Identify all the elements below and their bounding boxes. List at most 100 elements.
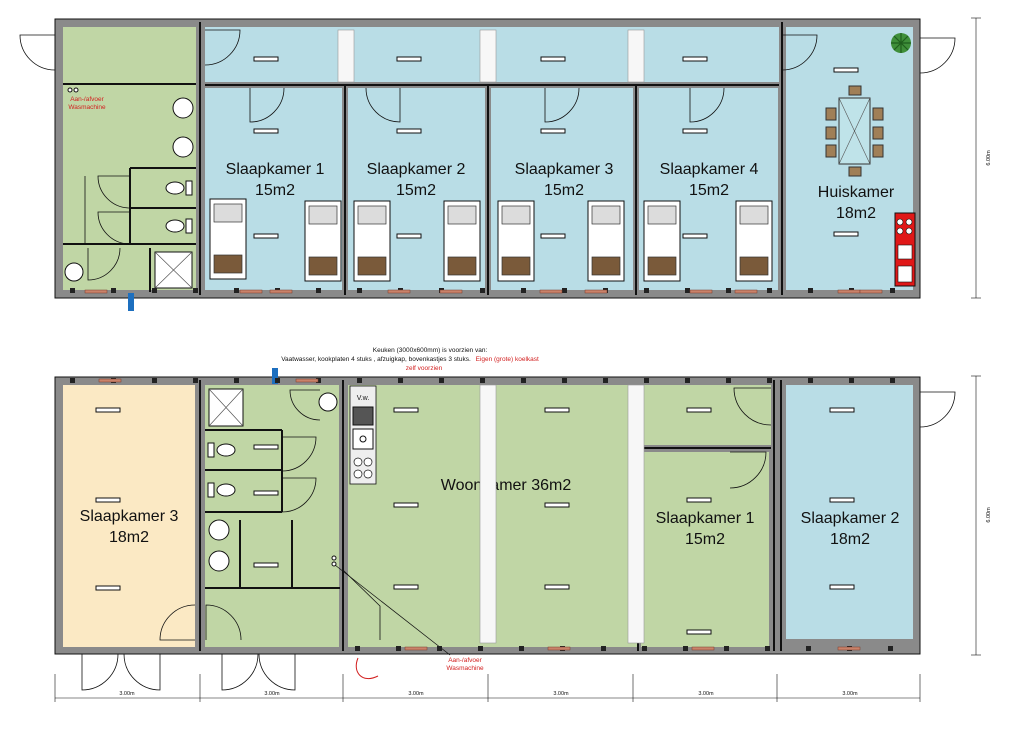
facade-tick-icon xyxy=(562,288,567,293)
facade-tick-icon xyxy=(767,378,772,383)
hob-icon xyxy=(905,227,913,235)
facade-tick-icon xyxy=(357,378,362,383)
water-heater-label: V.w. xyxy=(357,395,370,402)
toilet-icon xyxy=(216,483,236,497)
ceiling-lamp-icon xyxy=(396,56,422,62)
top-sanitary-door xyxy=(97,175,131,209)
top-sanitary-door xyxy=(87,247,121,281)
ceiling-lamp-icon xyxy=(833,231,859,237)
ceiling-lamp-icon xyxy=(544,584,570,590)
bottom-room-door xyxy=(289,389,321,421)
top-room-name: Huiskamer xyxy=(818,184,895,201)
top-room-area: 15m2 xyxy=(255,182,295,199)
facade-tick-icon xyxy=(396,646,401,651)
ceiling-lamp-icon xyxy=(829,407,855,413)
top-room-area: 15m2 xyxy=(689,182,729,199)
top-room-door xyxy=(365,87,401,123)
bottom-room-door xyxy=(342,569,381,640)
top-washer-note: Wasmachine xyxy=(68,104,106,111)
facade-tick-icon xyxy=(111,288,116,293)
ceiling-lamp-icon xyxy=(682,56,708,62)
hob-icon xyxy=(353,457,363,467)
facade-tick-icon xyxy=(724,646,729,651)
facade-tick-icon xyxy=(478,646,483,651)
ceiling-lamp-icon xyxy=(253,233,279,239)
facade-tick-icon xyxy=(642,646,647,651)
facade-tick-icon xyxy=(890,288,895,293)
ceiling-lamp-icon xyxy=(396,233,422,239)
facade-tick-icon xyxy=(437,646,442,651)
top-sanitary-door xyxy=(97,211,131,245)
ceiling-lamp-icon xyxy=(253,444,279,450)
facade-tick-icon xyxy=(275,378,280,383)
bottom-chain-dimension: 3.00m xyxy=(119,691,135,697)
chair-icon xyxy=(848,166,862,177)
pillow-icon xyxy=(647,205,677,225)
top-room-name: Slaapkamer 4 xyxy=(660,161,759,178)
ceiling-lamp-icon xyxy=(686,629,712,635)
facade-tick-icon xyxy=(890,378,895,383)
bottom-washer-note: Wasmachine xyxy=(446,665,484,672)
ceiling-lamp-icon xyxy=(253,56,279,62)
ceiling-lamp-icon xyxy=(833,67,859,73)
facade-tick-icon xyxy=(521,288,526,293)
ceiling-lamp-icon xyxy=(95,585,121,591)
bottom-chain-dimension: 3.00m xyxy=(264,691,280,697)
pillow-icon xyxy=(308,205,338,225)
bed-blanket-icon xyxy=(739,256,769,276)
facade-tick-icon xyxy=(521,378,526,383)
vent-grille-icon xyxy=(98,378,122,383)
sink-icon xyxy=(897,244,913,260)
pillow-icon xyxy=(501,205,531,225)
facade-tick-icon xyxy=(439,378,444,383)
washbasin-icon xyxy=(172,136,194,158)
ceiling-lamp-icon xyxy=(829,497,855,503)
bed-blanket-icon xyxy=(591,256,621,276)
top-room-name: Slaapkamer 3 xyxy=(515,161,614,178)
window-icon xyxy=(627,384,645,644)
vent-grille-icon xyxy=(547,646,571,651)
facade-tick-icon xyxy=(193,288,198,293)
bottom-chain-dimension: 3.00m xyxy=(698,691,714,697)
chair-icon xyxy=(825,107,837,121)
facade-tick-icon xyxy=(808,288,813,293)
pillow-icon xyxy=(357,205,387,225)
facade-tick-icon xyxy=(808,378,813,383)
ceiling-lamp-icon xyxy=(540,56,566,62)
facade-tick-icon xyxy=(644,288,649,293)
bottom-entrance-door xyxy=(221,653,259,691)
chair-icon xyxy=(872,107,884,121)
hob-icon xyxy=(896,227,904,235)
facade-tick-icon xyxy=(316,378,321,383)
bottom-entrance-door xyxy=(123,653,161,691)
bottom-living-door xyxy=(919,391,956,428)
facade-tick-icon xyxy=(398,378,403,383)
tap-icon xyxy=(331,555,337,561)
toilet-tank-icon xyxy=(185,218,193,234)
top-living-door xyxy=(919,37,956,74)
bottom-chain-dimension: 3.00m xyxy=(842,691,858,697)
top-room-area: 15m2 xyxy=(544,182,584,199)
tap-icon xyxy=(67,87,73,93)
chair-icon xyxy=(872,144,884,158)
bottom-room-name: Slaapkamer 1 xyxy=(656,510,755,527)
vent-grille-icon xyxy=(859,289,883,294)
washing-machine-icon xyxy=(64,262,84,282)
top-room-door xyxy=(544,87,580,123)
kitchen-note-line1: Keuken (3000x600mm) is voorzien van: xyxy=(373,347,488,354)
bottom-entrance-door xyxy=(258,653,296,691)
ceiling-lamp-icon xyxy=(540,233,566,239)
water-meter-icon xyxy=(272,368,278,384)
facade-tick-icon xyxy=(644,378,649,383)
vent-grille-icon xyxy=(734,289,758,294)
washer-leader-line xyxy=(334,564,451,656)
kitchen-note-red: Eigen (grote) koelkast xyxy=(476,356,539,363)
bottom-sanitary-floor xyxy=(205,385,339,647)
vent-grille-icon xyxy=(689,289,713,294)
facade-tick-icon xyxy=(70,288,75,293)
bottom-room-door xyxy=(281,477,317,513)
toilet-tank-icon xyxy=(207,442,215,458)
chair-icon xyxy=(848,85,862,96)
facade-tick-icon xyxy=(562,378,567,383)
